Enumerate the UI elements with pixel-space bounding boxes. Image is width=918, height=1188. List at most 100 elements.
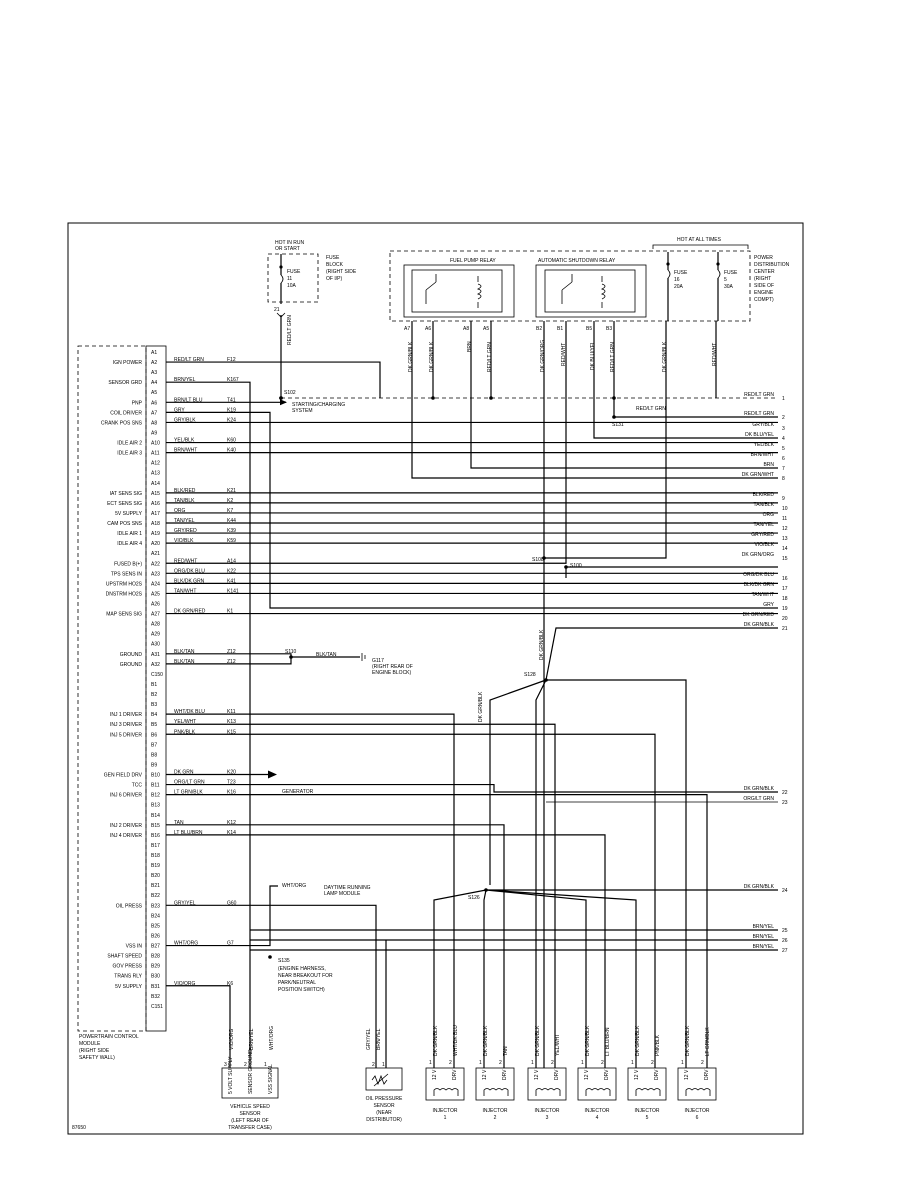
vss-label: VEHICLE SPEED xyxy=(230,1104,270,1110)
fuse16-label-1: FUSE xyxy=(674,270,688,276)
coil-symbol xyxy=(483,1088,509,1096)
injector-pin-1: 1 xyxy=(429,1060,432,1066)
pin-number: B30 xyxy=(151,974,160,980)
oil-wire-label: GRY/YEL xyxy=(366,1028,372,1050)
splice-dot xyxy=(289,655,293,659)
pin-number: A3 xyxy=(151,370,157,376)
injector-term-1: 12 V xyxy=(432,1069,438,1080)
circuit-code: F12 xyxy=(227,357,236,363)
pcm-pin-b17: B17 xyxy=(151,843,160,849)
oil-label: SENSOR xyxy=(373,1103,395,1109)
pdc-vwire-5: DK GRN/ORG xyxy=(540,340,546,372)
circuit-code: T41 xyxy=(227,397,236,403)
wire xyxy=(470,321,778,469)
right-wire-number: 9 xyxy=(782,496,785,502)
right-wire-number: 24 xyxy=(782,888,788,894)
injector-pin-1: 1 xyxy=(479,1060,482,1066)
injector-name: INJECTOR xyxy=(635,1108,660,1114)
injector-pin-2: 2 xyxy=(551,1060,554,1066)
pin-function: SHAFT SPEED xyxy=(107,954,142,960)
injector-pin-1: 1 xyxy=(631,1060,634,1066)
injector-term-2: DRV xyxy=(604,1069,610,1080)
coil-symbol xyxy=(635,1088,661,1096)
circuit-code: K44 xyxy=(227,518,236,524)
injector-wire-1: DK GRN/BLK xyxy=(535,1025,541,1056)
arrow xyxy=(280,399,287,406)
red-lt-grn-note: RED/LT GRN xyxy=(636,406,666,412)
pin-number: B7 xyxy=(151,742,157,748)
right-wire-number: 19 xyxy=(782,606,788,612)
fuel-pump-relay-inner xyxy=(411,269,503,313)
asd-relay-inner xyxy=(544,269,636,313)
pin-function: CRANK POS SNS xyxy=(101,420,143,426)
injector-name: INJECTOR xyxy=(433,1108,458,1114)
right-wire-number: 22 xyxy=(782,790,788,796)
pin-number: A8 xyxy=(151,420,157,426)
wire-color: BLK/DK GRN xyxy=(174,578,205,584)
injector-number: 1 xyxy=(444,1115,447,1121)
pin-number: A2 xyxy=(151,360,157,366)
splice-dot xyxy=(431,396,435,400)
circuit-code: G60 xyxy=(227,900,237,906)
pin-number: B15 xyxy=(151,823,160,829)
pin-function: INJ 4 DRIVER xyxy=(110,833,142,839)
fuse16-label-3: 20A xyxy=(674,284,684,290)
right-wire-label: DK GRN/WHT xyxy=(742,472,774,478)
pcm-pin-a9: A9 xyxy=(151,430,157,436)
asd-relay-label: AUTOMATIC SHUTDOWN RELAY xyxy=(538,258,616,264)
right-wire-label: TAN/YEL xyxy=(754,522,775,528)
pin-number: B2 xyxy=(151,692,157,698)
pcm-pin-a3: A3 xyxy=(151,370,157,376)
pcm-label-2: MODULE xyxy=(79,1041,101,1047)
pin-function: IDLE AIR 3 xyxy=(117,451,142,457)
circuit-code: K11 xyxy=(227,709,236,715)
injector-name: INJECTOR xyxy=(585,1108,610,1114)
pin-number: A10 xyxy=(151,441,160,447)
pdc-label-4: (RIGHT xyxy=(754,276,771,282)
injector-wire-2: WHT/DK BLU xyxy=(453,1025,459,1056)
pdc-label-6: ENGINE xyxy=(754,290,774,296)
oil-pin: 1 xyxy=(382,1062,385,1068)
splice-dot xyxy=(612,396,616,400)
pcm-pin-b25: B25 xyxy=(151,923,160,929)
pdc-vwire-7: DK BLU/YEL xyxy=(590,341,596,370)
pin-number: A12 xyxy=(151,461,160,467)
injector-pin-2: 2 xyxy=(651,1060,654,1066)
pin-number: B27 xyxy=(151,944,160,950)
vss-pin: 2 xyxy=(244,1062,247,1068)
wire-color: TAN/WHT xyxy=(174,588,196,594)
splice-dot xyxy=(279,396,283,400)
pdc-vwire-3: BRN xyxy=(467,341,473,352)
wire xyxy=(166,783,778,793)
wire xyxy=(166,794,708,1068)
fuse-block-text-4: OF I/P) xyxy=(326,276,342,282)
pin-function: ECT SENS SIG xyxy=(107,501,142,507)
wire-color: BRN/LT BLU xyxy=(174,397,203,403)
pdc-pin-a5: A5 xyxy=(483,326,489,332)
pdc-label-3: CENTER xyxy=(754,269,775,275)
right-wire-number: 11 xyxy=(782,516,787,522)
wire-color: GRY xyxy=(174,407,185,413)
circuit-code: K41 xyxy=(227,578,236,584)
circuit-code: T23 xyxy=(227,780,236,786)
injector-wire-2: PNK/BLK xyxy=(655,1034,661,1056)
pin-function: TPS SENS IN xyxy=(111,571,143,577)
pdc-box xyxy=(389,250,751,322)
right-wire-number: 10 xyxy=(782,506,788,512)
fuse-wire-label: RED/LT GRN xyxy=(287,315,293,345)
pcm-label-3: (RIGHT SIDE xyxy=(79,1048,110,1054)
vss-wire-label: WHT/ORG xyxy=(269,1026,275,1050)
vss-pin: 3 xyxy=(224,1062,227,1068)
